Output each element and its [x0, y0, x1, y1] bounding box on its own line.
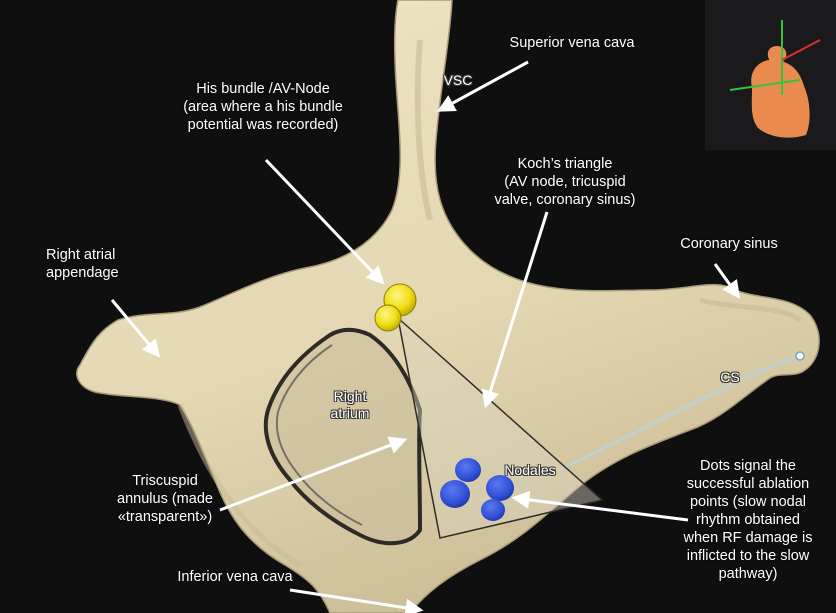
label-coronary-sinus: Coronary sinus: [664, 235, 794, 253]
label-his-bundle: His bundle /AV-Node (area where a his bu…: [168, 80, 358, 134]
label-right-atrial-appendage: Right atrial appendage: [46, 246, 156, 282]
label-nodales: Nodales: [494, 462, 566, 479]
label-dots-signal: Dots signal the successful ablation poin…: [666, 457, 830, 583]
label-superior-vena-cava: Superior vena cava: [492, 34, 652, 52]
label-triscuspid-annulus: Triscuspid annulus (made «transparent»): [100, 472, 230, 526]
label-inferior-vena-cava: Inferior vena cava: [150, 568, 320, 586]
label-cs: CS: [712, 369, 748, 386]
orientation-thumbnail: [705, 0, 836, 150]
label-right-atrium: Right atrium: [320, 388, 380, 422]
label-kochs-triangle: Koch’s triangle (AV node, tricuspid valv…: [490, 155, 640, 209]
label-vsc: VSC: [433, 72, 483, 89]
